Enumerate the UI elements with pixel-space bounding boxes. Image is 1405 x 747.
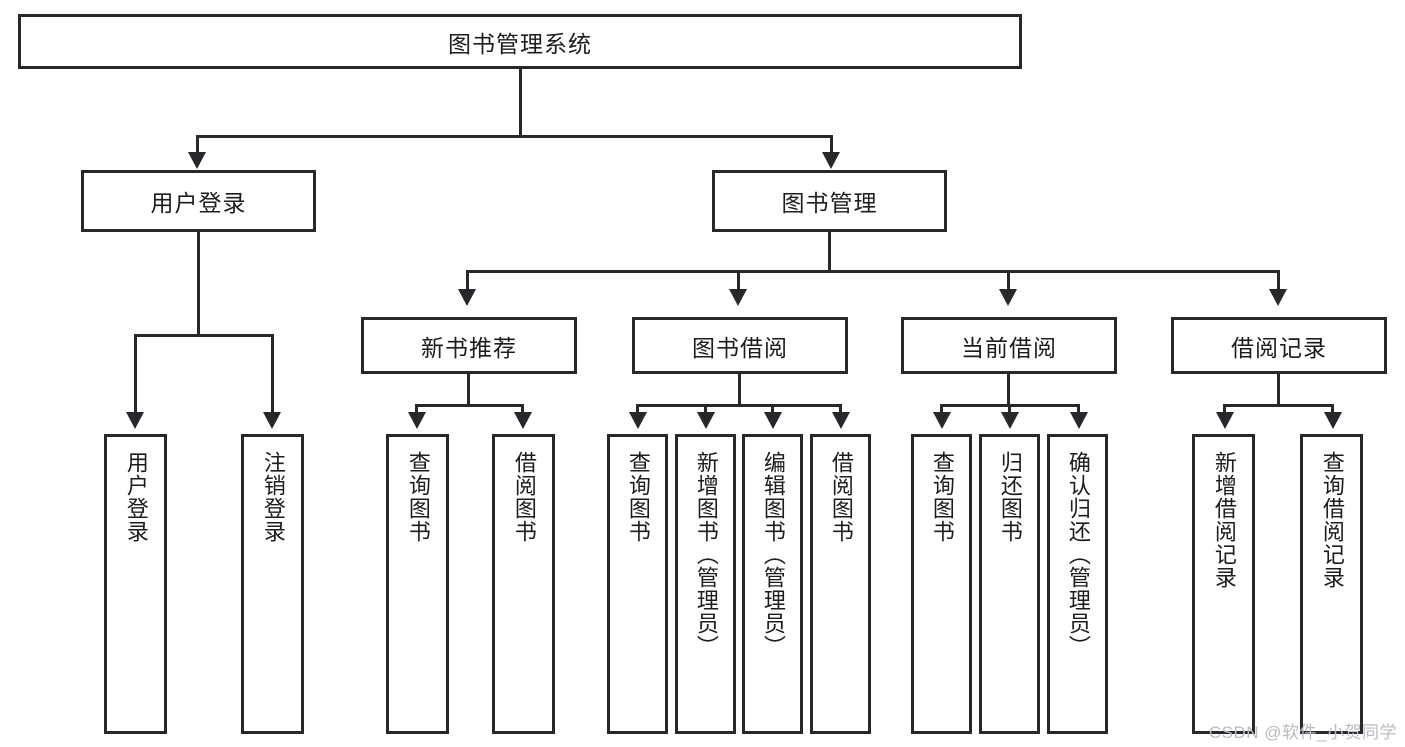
leaf-add-book-admin[interactable]: 新增图书（管理员） (675, 434, 736, 734)
connector-new-book-stem (467, 374, 470, 406)
connector-bm-to-borrow (737, 270, 740, 292)
arrowhead-bb-child-1 (629, 412, 647, 429)
connector-user-login-child-1 (134, 334, 137, 415)
connector-bb-child-1 (636, 404, 639, 416)
connector-root-to-book-management (830, 135, 833, 155)
node-new-book-recommendation[interactable]: 新书推荐 (361, 317, 577, 374)
connector-user-login-bar (134, 334, 274, 337)
node-root-book-management-system[interactable]: 图书管理系统 (18, 14, 1022, 69)
arrowhead-cb-child-1 (933, 412, 951, 429)
connector-borrowing-records-bar (1223, 404, 1334, 407)
node-current-borrowing[interactable]: 当前借阅 (901, 317, 1117, 374)
leaf-label: 确认归还（管理员） (1065, 451, 1091, 658)
connector-br-child-1 (1223, 404, 1226, 416)
node-user-login[interactable]: 用户登录 (81, 170, 316, 232)
arrowhead-cb-child-2 (1001, 412, 1019, 429)
leaf-logout[interactable]: 注销登录 (241, 434, 304, 734)
node-label: 借阅记录 (1231, 334, 1327, 361)
node-label: 用户登录 (150, 190, 247, 216)
arrowhead-br-child-2 (1324, 412, 1342, 429)
leaf-label: 用户登录 (123, 451, 149, 543)
connector-br-child-2 (1331, 404, 1334, 416)
leaf-label: 查询图书 (625, 451, 651, 543)
connector-book-borrowing-bar (636, 404, 842, 407)
leaf-borrow-books-recommendation[interactable]: 借阅图书 (492, 434, 555, 734)
connector-bb-child-3 (771, 404, 774, 416)
connector-root-to-user-login (196, 135, 199, 155)
leaf-search-books-recommendation[interactable]: 查询图书 (386, 434, 449, 734)
connector-root-bar (196, 135, 833, 138)
leaf-label: 新增图书（管理员） (693, 451, 719, 658)
arrowhead-bm-to-new-book (458, 289, 476, 306)
arrowhead-root-to-user-login (188, 152, 206, 169)
leaf-confirm-return-admin[interactable]: 确认归还（管理员） (1047, 434, 1108, 734)
csdn-watermark: CSDN @软件_小贺同学 (1208, 723, 1397, 742)
connector-user-login-stem (197, 232, 200, 337)
arrowhead-root-to-book-management (822, 152, 840, 169)
connector-book-management-bar (466, 270, 1280, 273)
leaf-search-borrowing-record[interactable]: 查询借阅记录 (1300, 434, 1363, 734)
arrowhead-bm-to-current-borrow (999, 289, 1017, 306)
leaf-label: 新增借阅记录 (1211, 451, 1237, 589)
leaf-search-books-current[interactable]: 查询图书 (911, 434, 972, 734)
arrowhead-bm-to-borrow (729, 289, 747, 306)
arrowhead-user-login-child-2 (263, 412, 281, 429)
connector-bm-to-new-book (466, 270, 469, 292)
connector-bm-to-borrow-records (1277, 270, 1280, 292)
leaf-return-books[interactable]: 归还图书 (979, 434, 1040, 734)
arrowhead-user-login-child-1 (126, 412, 144, 429)
arrowhead-br-child-1 (1216, 412, 1234, 429)
node-label: 图书管理系统 (448, 30, 592, 57)
leaf-search-books-borrowing[interactable]: 查询图书 (607, 434, 668, 734)
leaf-edit-book-admin[interactable]: 编辑图书（管理员） (742, 434, 803, 734)
node-label: 新书推荐 (421, 334, 517, 361)
leaf-add-borrowing-record[interactable]: 新增借阅记录 (1192, 434, 1255, 734)
arrowhead-bb-child-2 (697, 412, 715, 429)
connector-bb-child-2 (704, 404, 707, 416)
connector-new-book-child-1 (415, 404, 418, 416)
connector-new-book-bar (415, 404, 524, 407)
arrowhead-new-book-child-2 (514, 412, 532, 429)
connector-bm-to-current-borrow (1007, 270, 1010, 292)
leaf-label: 借阅图书 (511, 451, 537, 543)
leaf-user-login[interactable]: 用户登录 (104, 434, 167, 734)
arrowhead-new-book-child-1 (408, 412, 426, 429)
connector-cb-child-2 (1008, 404, 1011, 416)
arrowhead-bb-child-3 (764, 412, 782, 429)
connector-borrowing-records-stem (1277, 374, 1280, 406)
connector-current-borrowing-stem (1007, 374, 1010, 406)
leaf-label: 借阅图书 (828, 451, 854, 543)
connector-root-stem (519, 69, 522, 137)
connector-user-login-child-2 (271, 334, 274, 415)
connector-book-management-stem (828, 232, 831, 272)
node-book-management[interactable]: 图书管理 (712, 170, 947, 232)
node-label: 图书管理 (781, 190, 878, 216)
leaf-label: 查询图书 (405, 451, 431, 543)
leaf-borrow-books-borrowing[interactable]: 借阅图书 (810, 434, 871, 734)
node-label: 图书借阅 (692, 334, 788, 361)
leaf-label: 注销登录 (260, 451, 286, 543)
leaf-label: 编辑图书（管理员） (760, 451, 786, 658)
connector-cb-child-3 (1077, 404, 1080, 416)
leaf-label: 归还图书 (997, 451, 1023, 543)
arrowhead-cb-child-3 (1070, 412, 1088, 429)
connector-cb-child-1 (940, 404, 943, 416)
arrowhead-bm-to-borrow-records (1269, 289, 1287, 306)
node-book-borrowing[interactable]: 图书借阅 (632, 317, 848, 374)
leaf-label: 查询借阅记录 (1319, 451, 1345, 589)
node-borrowing-records[interactable]: 借阅记录 (1171, 317, 1387, 374)
connector-bb-child-4 (839, 404, 842, 416)
node-label: 当前借阅 (961, 334, 1057, 361)
leaf-label: 查询图书 (929, 451, 955, 543)
connector-new-book-child-2 (521, 404, 524, 416)
arrowhead-bb-child-4 (832, 412, 850, 429)
connector-book-borrowing-stem (738, 374, 741, 406)
